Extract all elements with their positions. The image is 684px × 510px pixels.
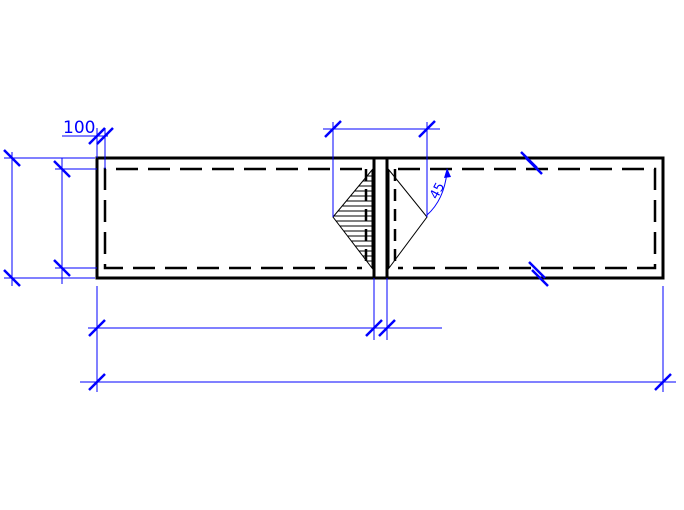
tick-mark — [88, 373, 106, 391]
outer-frame-group — [95, 156, 665, 280]
inner-contour-left — [103, 167, 362, 270]
outer-frame — [95, 156, 665, 280]
angle-arrowhead — [444, 168, 451, 178]
hatched-section — [332, 168, 373, 270]
dimension-group — [4, 122, 676, 392]
tick-mark — [525, 157, 543, 175]
tick-mark — [365, 319, 383, 337]
hatch-triangle-outline — [332, 168, 373, 270]
tick-mark — [654, 373, 672, 391]
inner-contour-right — [398, 167, 657, 270]
tick-mark — [3, 149, 21, 167]
tick-mark — [53, 259, 71, 277]
chamfer-triangle — [388, 168, 428, 270]
tick-mark — [53, 160, 71, 178]
tick-mark — [324, 120, 342, 138]
offset-dimension-label: 100 — [63, 118, 95, 138]
tick-mark — [96, 127, 114, 145]
hatch-lines — [333, 175, 372, 262]
tick-mark — [3, 269, 21, 287]
tick-mark — [528, 261, 546, 279]
tick-marks — [3, 120, 672, 391]
tick-mark — [378, 319, 396, 337]
angle-dimension-label: 45 — [427, 180, 448, 202]
tick-mark — [88, 319, 106, 337]
tick-mark — [418, 120, 436, 138]
tick-mark — [531, 269, 549, 287]
tick-mark — [88, 127, 106, 145]
